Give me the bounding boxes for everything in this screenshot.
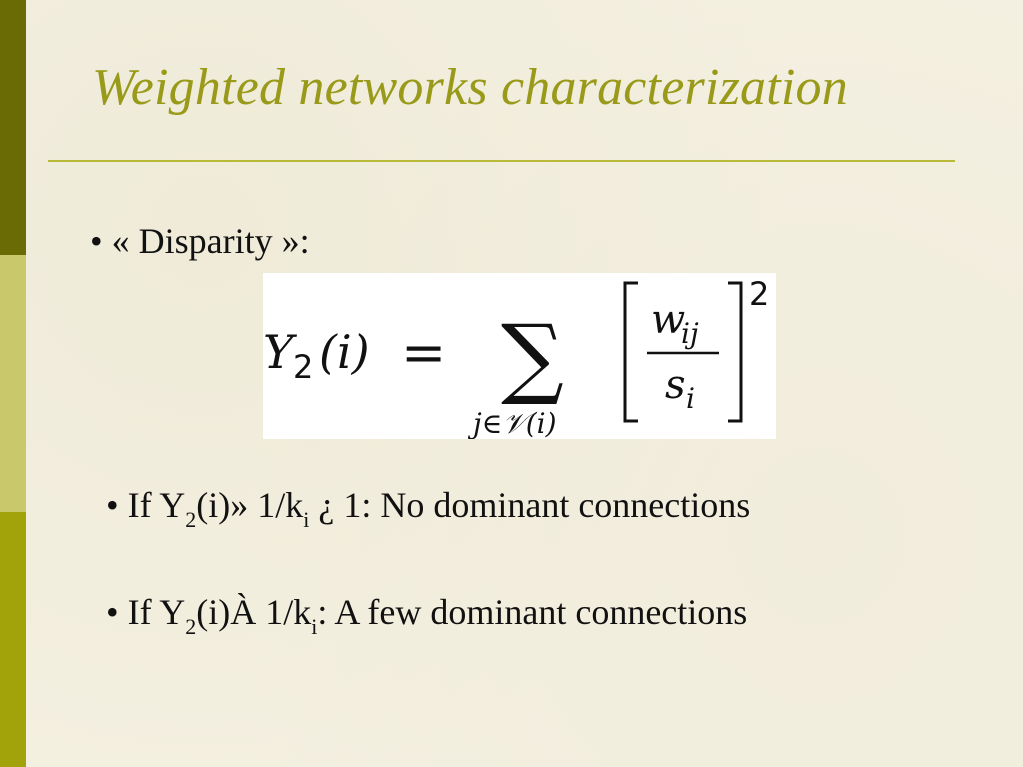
formula-svg: Y 2 (i) = ∑ j∈𝒱(i) w ij s i 2 xyxy=(263,275,769,439)
bullet-subscript: 2 xyxy=(185,614,197,639)
bullet-marker: • xyxy=(90,221,103,261)
bullet-no-dominant: • If Y2(i)» 1/ki ¿ 1: No dominant connec… xyxy=(106,484,751,532)
bullet-marker: • xyxy=(106,485,119,525)
side-stripe-mid xyxy=(0,512,26,767)
bullet-text-mid: (i)À 1/k xyxy=(196,592,312,632)
bullet-subscript-2: i xyxy=(311,614,318,639)
formula-lhs-subscript: 2 xyxy=(293,348,313,386)
formula-equals: = xyxy=(401,321,446,384)
bullet-text-post: ¿ 1: No dominant connections xyxy=(309,485,751,525)
formula-denominator-sub: i xyxy=(686,382,695,415)
disparity-formula: Y 2 (i) = ∑ j∈𝒱(i) w ij s i 2 xyxy=(263,273,776,439)
bullet-text-pre: If Y xyxy=(127,592,186,632)
bullet-subscript: 2 xyxy=(185,507,197,532)
bullet-text-post: : A few dominant connections xyxy=(317,592,748,632)
bullet-disparity: • « Disparity »: xyxy=(90,220,310,262)
bullet-few-dominant: • If Y2(i)À 1/ki: A few dominant connect… xyxy=(106,591,748,639)
formula-numerator: w xyxy=(651,297,685,343)
bullet-text-mid: (i)» 1/k xyxy=(196,485,304,525)
formula-exponent: 2 xyxy=(749,275,769,313)
formula-sum-symbol: ∑ xyxy=(501,305,564,408)
bullet-text-pre: If Y xyxy=(127,485,186,525)
formula-lhs-symbol: Y xyxy=(263,325,298,379)
formula-lhs-arg: (i) xyxy=(319,325,370,379)
title-divider xyxy=(48,160,955,162)
slide-title: Weighted networks characterization xyxy=(92,59,848,116)
formula-numerator-sub: ij xyxy=(681,317,699,350)
formula-sum-index: j∈𝒱(i) xyxy=(467,407,557,439)
formula-denominator: s xyxy=(665,362,686,408)
side-stripe-dark xyxy=(0,0,26,255)
bullet-text: « Disparity »: xyxy=(111,221,310,261)
side-stripe-light xyxy=(0,255,26,512)
bullet-marker: • xyxy=(106,592,119,632)
bullet-subscript-2: i xyxy=(303,507,310,532)
formula-right-bracket xyxy=(728,281,743,423)
formula-left-bracket xyxy=(623,281,638,423)
